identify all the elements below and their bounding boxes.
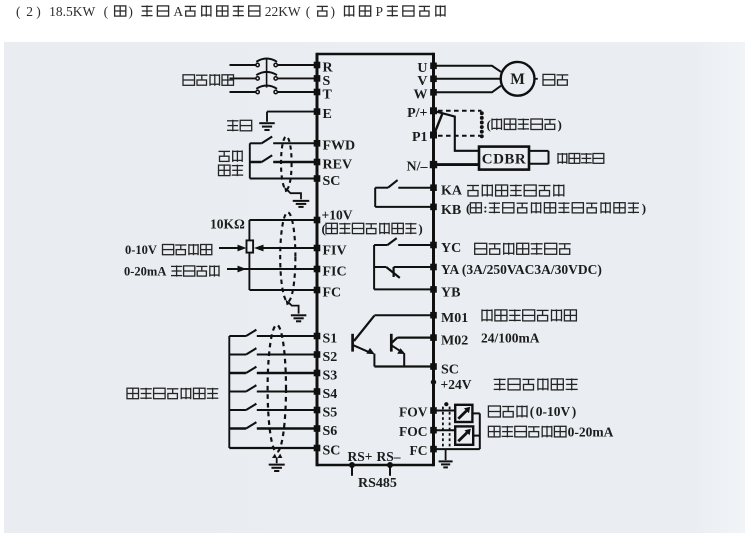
svg-text:18.5KW: 18.5KW [49, 4, 95, 19]
svg-text:FOV: FOV [399, 404, 428, 419]
svg-text:): ) [331, 4, 336, 19]
svg-text:SC: SC [323, 443, 341, 458]
svg-text:T: T [323, 87, 333, 102]
svg-text:2: 2 [26, 4, 33, 19]
svg-text:(: ( [306, 4, 311, 19]
svg-text:0-10V: 0-10V [536, 404, 571, 419]
svg-text:M01: M01 [441, 311, 468, 326]
svg-text:): ) [36, 4, 41, 19]
svg-text:(: ( [466, 200, 470, 215]
svg-text:S: S [323, 74, 331, 89]
svg-text:FC: FC [323, 285, 342, 300]
svg-text:M: M [510, 71, 525, 88]
svg-text:22KW: 22KW [265, 4, 301, 19]
svg-text:S5: S5 [323, 405, 338, 420]
svg-text:): ) [572, 404, 577, 419]
svg-text:RS+: RS+ [348, 449, 373, 464]
svg-text:+24V: +24V [441, 377, 472, 392]
svg-text:S6: S6 [323, 424, 338, 439]
svg-text:N/–: N/– [407, 160, 429, 175]
svg-text:U: U [417, 61, 427, 76]
svg-text:S4: S4 [323, 387, 338, 402]
svg-text:CDBR: CDBR [482, 152, 527, 168]
svg-text:24/100mA: 24/100mA [481, 330, 540, 345]
svg-text:YA (3A/250VAC3A/30VDC): YA (3A/250VAC3A/30VDC) [441, 262, 602, 277]
svg-text:RS–: RS– [377, 449, 401, 464]
svg-text:(: ( [104, 4, 109, 19]
svg-text:KB: KB [441, 203, 461, 218]
svg-text:FC: FC [410, 443, 428, 458]
svg-text:0-20mA: 0-20mA [568, 424, 614, 439]
svg-text:): ) [558, 117, 562, 132]
svg-text::: : [483, 200, 487, 215]
svg-text:P1: P1 [412, 130, 428, 145]
svg-text:0-20mA: 0-20mA [124, 264, 166, 278]
svg-text:E: E [323, 107, 332, 122]
svg-text:SC: SC [441, 363, 459, 378]
svg-text:FOC: FOC [399, 424, 428, 439]
svg-text:FIV: FIV [323, 243, 347, 258]
svg-text:YC: YC [441, 241, 461, 256]
svg-text:M02: M02 [441, 334, 468, 349]
svg-text:(: ( [16, 4, 21, 19]
svg-text:10K: 10K [210, 217, 235, 232]
svg-text:W: W [414, 87, 428, 102]
svg-text:FWD: FWD [323, 139, 356, 154]
svg-text:S3: S3 [323, 368, 338, 383]
svg-text:Ω: Ω [234, 217, 245, 232]
svg-text:): ) [128, 4, 133, 19]
svg-text:(: ( [322, 221, 326, 236]
svg-text:): ) [418, 221, 422, 236]
svg-text:+10V: +10V [322, 208, 353, 223]
svg-text:REV: REV [323, 157, 353, 172]
svg-text:KA: KA [441, 184, 463, 199]
svg-text:): ) [642, 200, 646, 215]
svg-text:FIC: FIC [323, 264, 347, 279]
svg-text:S2: S2 [323, 350, 338, 365]
svg-text:RS485: RS485 [358, 476, 397, 491]
svg-text:R: R [323, 60, 334, 75]
svg-text:P: P [376, 4, 384, 19]
svg-text:SC: SC [323, 174, 341, 189]
svg-text:P/+: P/+ [407, 106, 427, 121]
svg-text:S1: S1 [323, 331, 338, 346]
svg-text:A: A [173, 4, 183, 19]
svg-text:(: ( [530, 404, 535, 419]
svg-text:YB: YB [441, 285, 460, 300]
svg-text:(: ( [487, 117, 491, 132]
svg-text:V: V [417, 74, 427, 89]
svg-text:0-10V: 0-10V [125, 243, 157, 257]
